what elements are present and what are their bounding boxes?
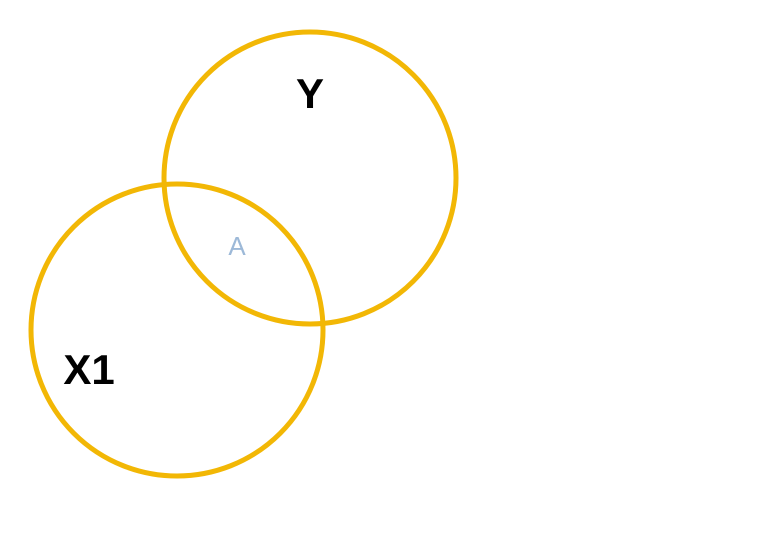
circle-x1	[28, 181, 326, 479]
circle-y	[161, 29, 459, 327]
region-label-intersection: A	[228, 231, 246, 261]
set-label-y: Y	[296, 70, 324, 117]
set-label-x1: X1	[63, 346, 114, 393]
